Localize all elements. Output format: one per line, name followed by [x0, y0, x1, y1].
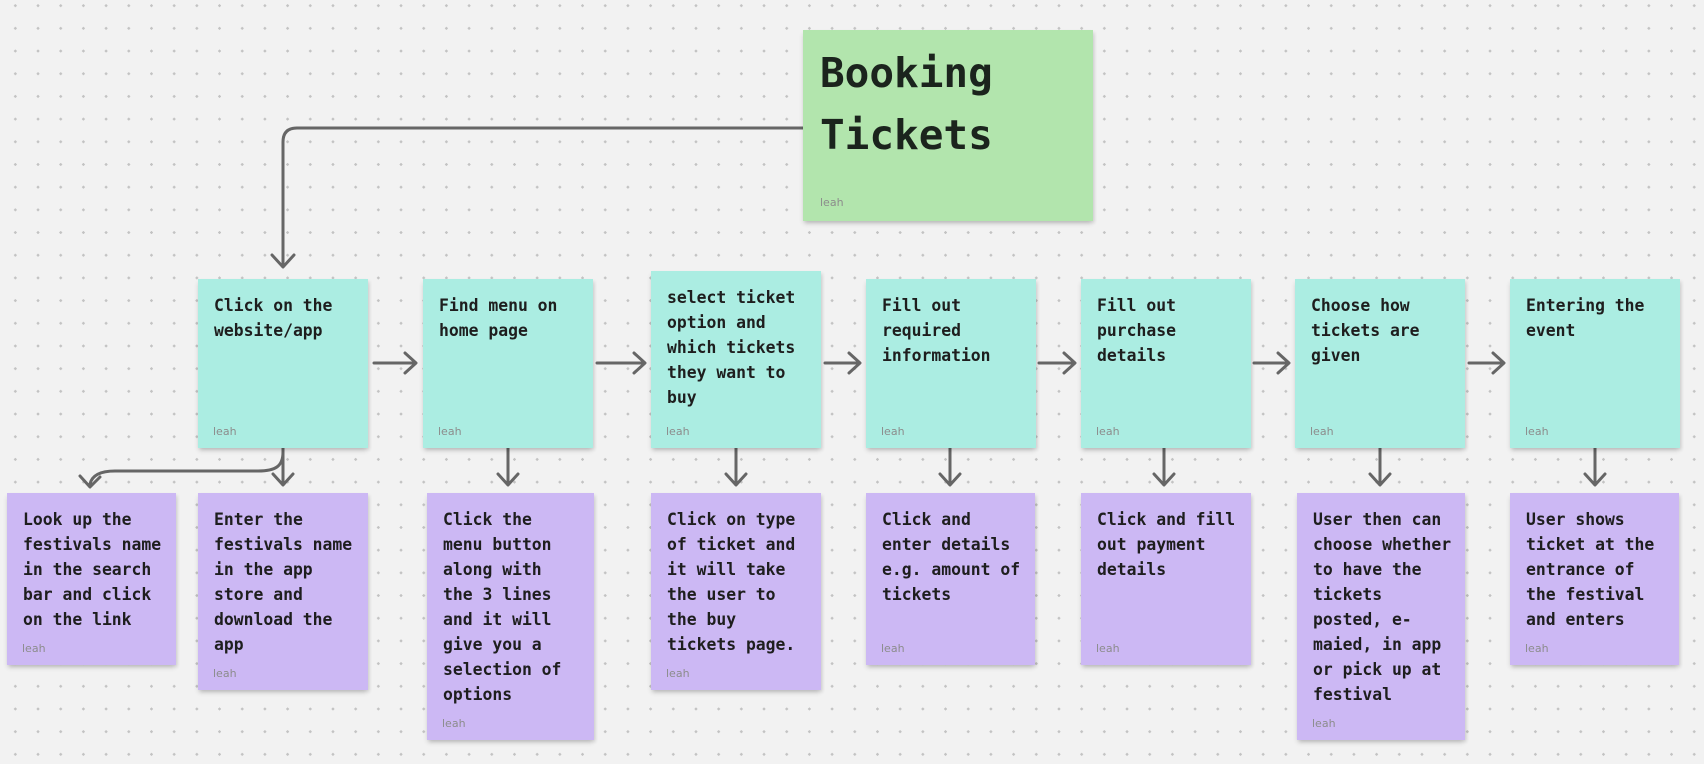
connector-step1-to-detail1[interactable]: [78, 446, 285, 489]
sticky-note-step5[interactable]: Fill out purchase details leah: [1081, 279, 1251, 448]
sticky-note-text: Look up the festivals name in the search…: [23, 510, 162, 629]
arrow-step5-step6[interactable]: [1252, 351, 1291, 375]
sticky-note-detail4[interactable]: Click on type of ticket and it will take…: [651, 493, 821, 690]
author-label: leah: [881, 642, 905, 655]
arrow-step2-step3[interactable]: [595, 351, 647, 375]
sticky-note-text: Click on type of ticket and it will take…: [667, 510, 796, 654]
sticky-note-step4[interactable]: Fill out required information leah: [866, 279, 1036, 448]
board-title: Booking Tickets: [820, 49, 993, 159]
author-label: leah: [1312, 717, 1336, 730]
sticky-note-text: select ticket option and which tickets t…: [667, 288, 796, 407]
author-label: leah: [666, 425, 690, 438]
arrow-step3-detail4[interactable]: [724, 446, 748, 487]
sticky-note-text: Find menu on home page: [439, 296, 558, 340]
author-label: leah: [1525, 642, 1549, 655]
sticky-note-detail8[interactable]: User shows ticket at the entrance of the…: [1510, 493, 1679, 665]
arrow-step3-step4[interactable]: [823, 351, 862, 375]
sticky-note-text: Click and fill out payment details: [1097, 510, 1236, 579]
arrow-step6-step7[interactable]: [1467, 351, 1506, 375]
author-label: leah: [213, 667, 237, 680]
sticky-note-text: User then can choose whether to have the…: [1313, 510, 1452, 704]
sticky-note-text: Choose how tickets are given: [1311, 296, 1420, 365]
arrow-step2-detail3[interactable]: [496, 446, 520, 487]
arrow-step6-detail7[interactable]: [1368, 446, 1392, 487]
sticky-note-text: Click and enter details e.g. amount of t…: [882, 510, 1021, 604]
author-label: leah: [1096, 425, 1120, 438]
sticky-note-detail3[interactable]: Click the menu button along with the 3 l…: [427, 493, 594, 740]
sticky-note-detail5[interactable]: Click and enter details e.g. amount of t…: [866, 493, 1035, 665]
sticky-note-detail2[interactable]: Enter the festivals name in the app stor…: [198, 493, 368, 690]
author-label: leah: [1310, 425, 1334, 438]
sticky-note-step3[interactable]: select ticket option and which tickets t…: [651, 271, 821, 448]
sticky-note-detail7[interactable]: User then can choose whether to have the…: [1297, 493, 1465, 740]
author-label: leah: [881, 425, 905, 438]
author-label: leah: [1096, 642, 1120, 655]
sticky-note-text: Click on the website/app: [214, 296, 333, 340]
author-label: leah: [213, 425, 237, 438]
sticky-note-text: Click the menu button along with the 3 l…: [443, 510, 562, 704]
author-label: leah: [22, 642, 46, 655]
sticky-note-step6[interactable]: Choose how tickets are given leah: [1295, 279, 1465, 448]
sticky-note-text: User shows ticket at the entrance of the…: [1526, 510, 1655, 629]
author-label: leah: [1525, 425, 1549, 438]
arrow-step7-detail8[interactable]: [1583, 446, 1607, 487]
sticky-note-text: Fill out required information: [882, 296, 991, 365]
sticky-note-text: Fill out purchase details: [1097, 296, 1176, 365]
arrow-step4-step5[interactable]: [1037, 351, 1077, 375]
sticky-note-detail1[interactable]: Look up the festivals name in the search…: [7, 493, 176, 665]
author-label: leah: [820, 196, 844, 209]
sticky-note-text: Enter the festivals name in the app stor…: [214, 510, 353, 654]
connector-title-to-step1[interactable]: [270, 126, 805, 269]
sticky-note-detail6[interactable]: Click and fill out payment details leah: [1081, 493, 1251, 665]
sticky-note-step7[interactable]: Entering the event leah: [1510, 279, 1680, 448]
author-label: leah: [442, 717, 466, 730]
author-label: leah: [666, 667, 690, 680]
arrow-step5-detail6[interactable]: [1152, 446, 1176, 487]
sticky-note-step1[interactable]: Click on the website/app leah: [198, 279, 368, 448]
title-sticky-note[interactable]: Booking Tickets leah: [803, 30, 1093, 221]
sticky-note-text: Entering the event: [1526, 296, 1645, 340]
arrow-step1-step2[interactable]: [372, 351, 418, 375]
arrow-step4-detail5[interactable]: [938, 446, 962, 487]
author-label: leah: [438, 425, 462, 438]
sticky-note-step2[interactable]: Find menu on home page leah: [423, 279, 593, 448]
connector-step1-to-detail2[interactable]: [271, 446, 295, 487]
